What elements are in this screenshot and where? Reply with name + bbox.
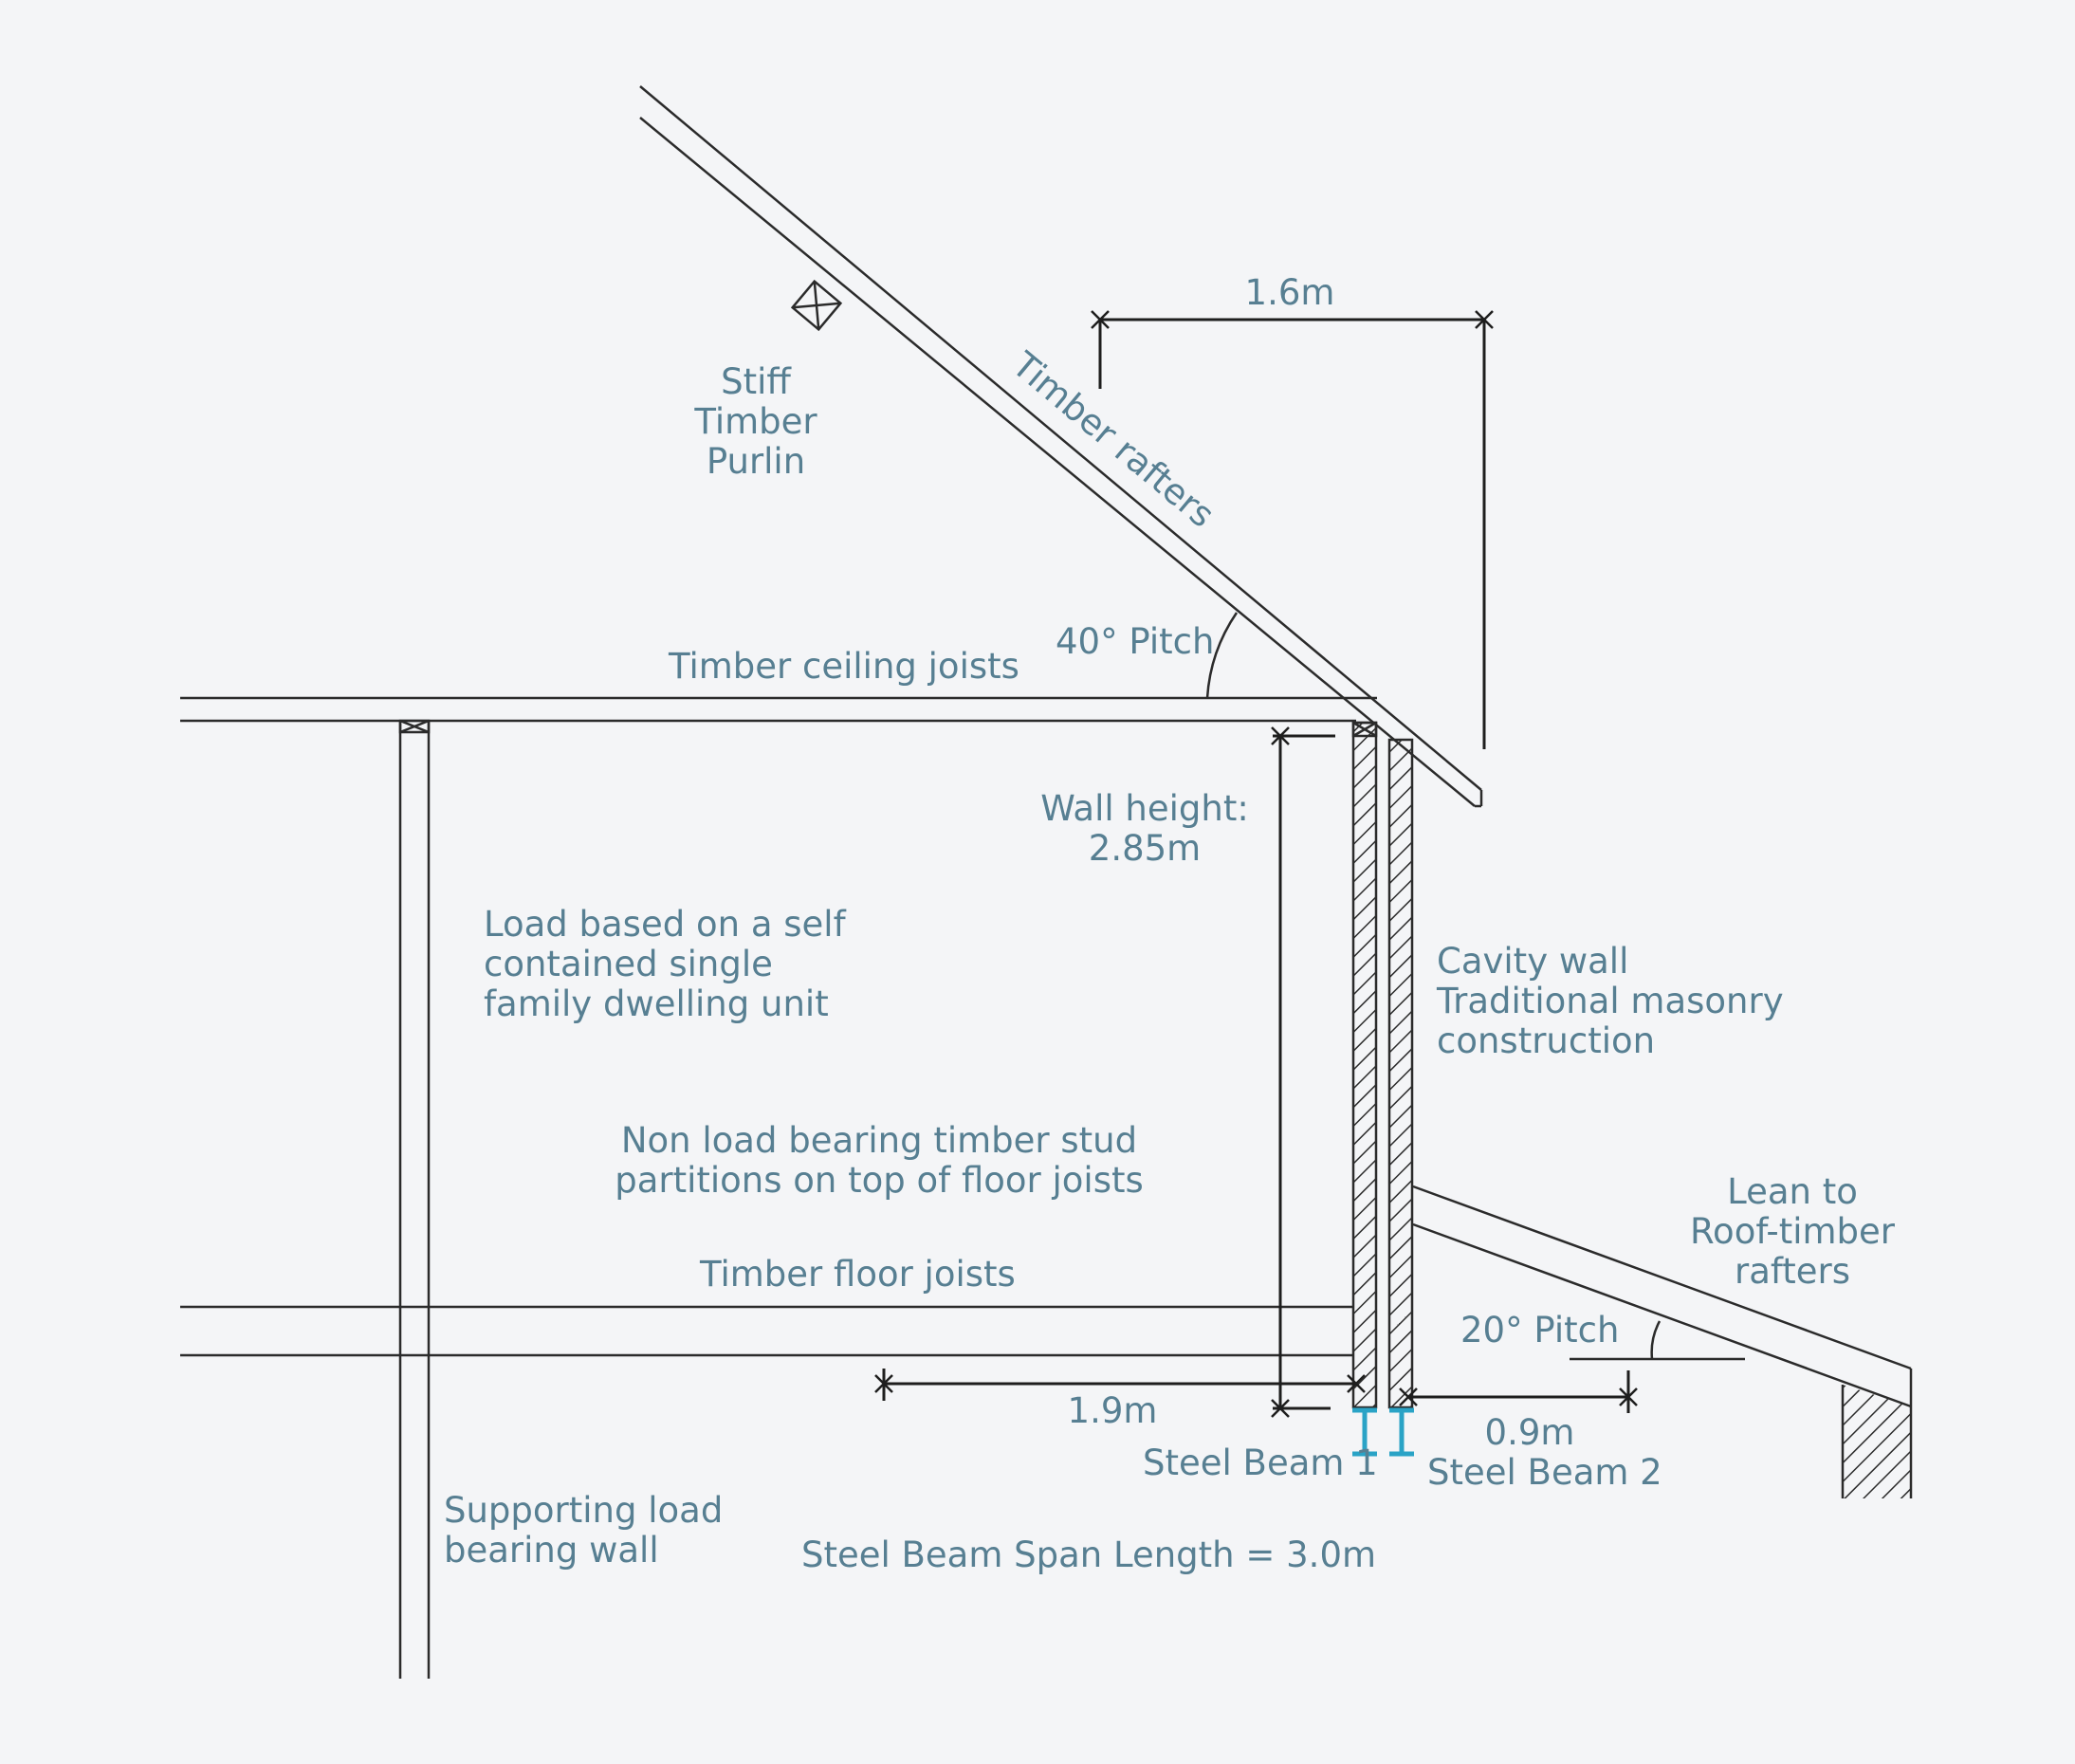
label-partition-line-1: Non load bearing timber stud [621, 1120, 1137, 1161]
label-wall-height-title: Wall height: [1040, 788, 1249, 829]
lean-to-support-wall [1841, 1385, 1913, 1498]
label-load-line-2: contained single [484, 944, 773, 984]
label-wall-height-value: 2.85m [1089, 828, 1201, 869]
label-timber-floor-joists: Timber floor joists [699, 1254, 1016, 1295]
label-partition-line-2: partitions on top of floor joists [615, 1160, 1144, 1201]
label-dim-1-6m: 1.6m [1245, 272, 1335, 313]
label-span-length: Steel Beam Span Length = 3.0m [801, 1534, 1376, 1575]
main-roof-rafter [639, 85, 1483, 808]
dimension-0-9m [1399, 1370, 1638, 1413]
lean-to-roof-rafter [1412, 1185, 1913, 1408]
label-timber: Timber [693, 401, 817, 442]
pitch-40-arc [1205, 612, 1239, 699]
label-cavity-line-1: Cavity wall [1437, 941, 1628, 982]
label-lean-line-1: Lean to [1727, 1171, 1858, 1212]
cavity-wall [1351, 721, 1414, 1409]
label-lean-line-3: rafters [1735, 1251, 1850, 1292]
pitch-20-arc [1650, 1320, 1662, 1360]
dimension-wall-height [1271, 726, 1335, 1418]
label-steel-beam-1: Steel Beam 1 [1143, 1442, 1378, 1483]
purlin-symbol [790, 279, 843, 332]
label-pitch-40: 40° Pitch [1056, 621, 1214, 662]
label-stiff: Stiff [721, 361, 792, 402]
label-supporting-line-1: Supporting load [444, 1490, 723, 1531]
dimension-1-9m [874, 1369, 1366, 1401]
steel-beam-2-symbol [1389, 1407, 1414, 1457]
label-purlin: Purlin [707, 441, 805, 482]
label-supporting-line-2: bearing wall [444, 1530, 659, 1571]
label-steel-beam-2: Steel Beam 2 [1427, 1452, 1662, 1493]
label-timber-ceiling-joists: Timber ceiling joists [668, 646, 1019, 687]
label-dim-0-9m: 0.9m [1485, 1412, 1575, 1453]
steel-beam-1-symbol [1352, 1407, 1377, 1457]
label-pitch-20: 20° Pitch [1460, 1310, 1619, 1351]
ceiling-joists [180, 696, 1377, 723]
label-load-line-1: Load based on a self [484, 904, 847, 945]
label-dim-1-9m: 1.9m [1068, 1390, 1158, 1431]
label-cavity-line-2: Traditional masonry [1436, 981, 1784, 1021]
floor-joists [180, 1305, 1354, 1357]
supporting-load-bearing-wall [398, 719, 431, 1679]
dimension-1-6m [1091, 310, 1494, 749]
label-cavity-line-3: construction [1437, 1020, 1655, 1061]
label-load-line-3: family dwelling unit [484, 983, 829, 1024]
label-lean-line-2: Roof-timber [1690, 1211, 1896, 1252]
